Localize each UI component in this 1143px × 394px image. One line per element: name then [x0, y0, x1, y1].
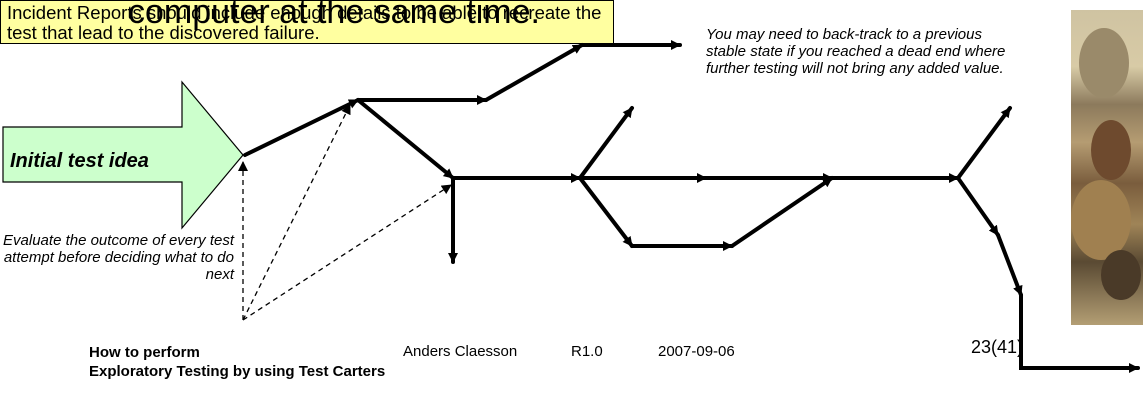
path-segment	[1019, 293, 1140, 373]
explorer-painting-image	[1071, 10, 1143, 325]
test-path-segments	[243, 40, 1140, 373]
evaluate-note: Evaluate the outcome of every test attem…	[3, 232, 234, 283]
incident-report-note: Incident Reports should include enough d…	[0, 0, 614, 44]
slide-heading: computer at the same time.	[128, 0, 540, 31]
backtrack-note: You may need to back-track to a previous…	[706, 26, 1006, 77]
path-segment	[243, 98, 360, 157]
path-segment	[956, 176, 1000, 237]
footer-title-line1: How to perform	[89, 344, 200, 361]
path-segment	[356, 98, 455, 180]
path-segment	[730, 176, 834, 248]
footer-title: How to perform Exploratory Testing by us…	[89, 343, 385, 381]
footer-author: Anders Claesson	[403, 343, 518, 360]
path-segment	[956, 106, 1012, 180]
path-segment	[578, 106, 634, 180]
path-segment	[996, 233, 1023, 297]
evaluation-dashed-lines	[238, 104, 452, 321]
path-segment	[484, 43, 584, 102]
footer-date: 2007-09-06	[658, 343, 735, 360]
initial-test-idea-arrow	[2, 80, 244, 230]
path-segment	[578, 176, 634, 248]
initial-test-idea-label: Initial test idea	[10, 150, 149, 172]
page-number: 23(41)	[971, 337, 1024, 357]
footer-revision: R1.0	[571, 343, 603, 360]
footer-title-line2: Exploratory Testing by using Test Carter…	[89, 363, 386, 380]
